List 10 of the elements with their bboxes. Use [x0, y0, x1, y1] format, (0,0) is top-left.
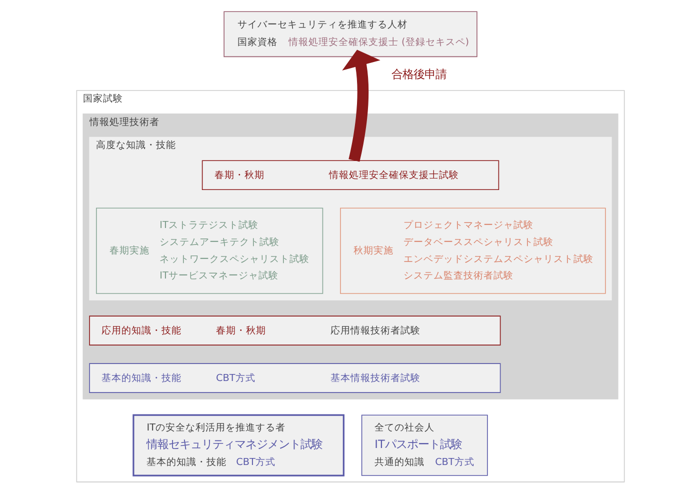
node-box: 全ての社会人 ITパスポート試験 共通的知識 CBT方式 [360, 414, 488, 476]
node-box: サイバーセキュリティを推進する人材 国家資格 情報処理安全確保支援士 (登録セキスペ) [223, 11, 477, 58]
node-box: 春期実施 ITストラテジスト試験 システムアーキテクト試験 ネットワークスペシャリスト試験 ITサービスマネージャ試験 [96, 208, 323, 294]
node-box: 応用的知識・技能 春期・秋期 応用情報技術者試験 [88, 316, 500, 346]
edge-label: 合格後申請 [391, 68, 446, 82]
node-box: 秋期実施 プロジェクトマネージャ試験 データベーススペシャリスト試験 エンベデッドシステムスペシャリスト試験 システム監査技術者試験 [340, 208, 606, 294]
node-box: ITの安全な利活用を推進する者 情報セキュリティマネジメント試験 基本的知識・技能 CBT方式 [132, 414, 344, 476]
node-box: 春期・秋期 情報処理安全確保支援士試験 [201, 160, 499, 190]
node-box: 基本的知識・技能 CBT方式 基本情報技術者試験 [88, 363, 500, 393]
arrow [342, 50, 380, 162]
